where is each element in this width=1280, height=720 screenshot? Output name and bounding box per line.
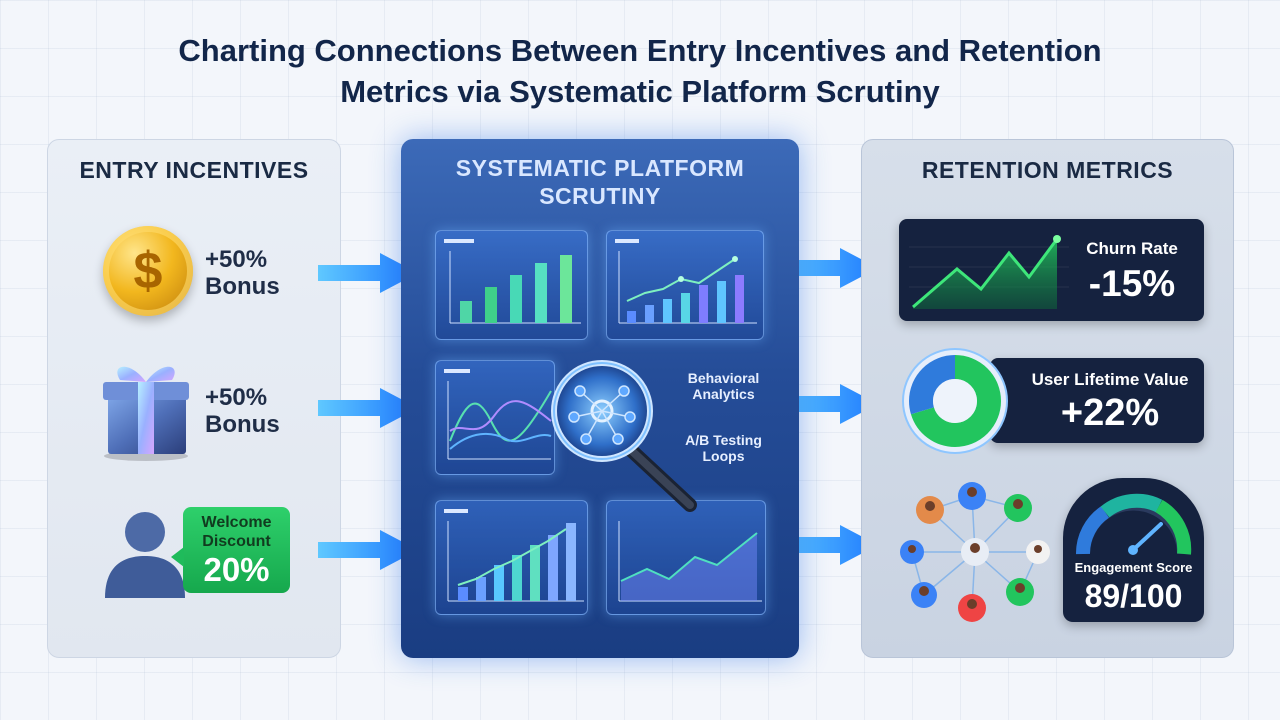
wave-chart-icon bbox=[444, 369, 552, 460]
arrow-right-icon bbox=[318, 253, 418, 293]
combo-chart-card bbox=[606, 230, 764, 340]
badge-line-1: Welcome bbox=[201, 514, 272, 531]
bar-chart-icon bbox=[444, 239, 581, 324]
page-title: Charting Connections Between Entry Incen… bbox=[0, 30, 1280, 112]
arrow-right-icon bbox=[778, 525, 878, 565]
incentive-2-text: +50% Bonus bbox=[205, 384, 280, 438]
churn-rate-label: Churn Rate bbox=[1086, 239, 1178, 258]
gift-box-icon bbox=[103, 366, 189, 461]
incentive-2-value: +50% bbox=[205, 384, 268, 411]
badge-line-2: Discount bbox=[202, 533, 271, 550]
incentive-1-text: +50% Bonus bbox=[205, 246, 280, 300]
engagement-score-card: Engagement Score 89/100 bbox=[1063, 478, 1204, 622]
rising-bar-chart-card bbox=[435, 500, 588, 615]
arrow-right-icon bbox=[318, 388, 418, 428]
donut-chart-icon bbox=[902, 348, 1008, 454]
rising-bar-chart-icon bbox=[444, 509, 584, 602]
badge-value: 20% bbox=[203, 551, 270, 588]
behavioral-analytics-label: Behavioral Analytics bbox=[676, 370, 771, 402]
scrutiny-title-line-2: SCRUTINY bbox=[539, 183, 661, 209]
retention-metrics-title: RETENTION METRICS bbox=[921, 157, 1174, 183]
lifetime-value-label: User Lifetime Value bbox=[1031, 370, 1189, 389]
churn-rate-card: Churn Rate -15% bbox=[899, 219, 1204, 321]
area-chart-card bbox=[606, 500, 766, 615]
behavioral-line-1: Behavioral bbox=[687, 370, 760, 386]
engagement-score-label: Engagement Score bbox=[1074, 560, 1193, 575]
magnifying-glass-icon bbox=[551, 360, 697, 512]
arrow-right-icon bbox=[778, 384, 878, 424]
wave-chart-card bbox=[435, 360, 555, 475]
arrow-right-icon bbox=[778, 248, 878, 288]
incentive-1-value: +50% bbox=[205, 246, 268, 273]
combo-chart-icon bbox=[615, 239, 757, 324]
user-icon bbox=[105, 512, 185, 598]
gauge-icon bbox=[1075, 493, 1192, 555]
welcome-discount-badge: Welcome Discount 20% bbox=[171, 507, 290, 593]
bar-chart-card bbox=[435, 230, 588, 340]
title-line-2: Metrics via Systematic Platform Scrutiny bbox=[340, 74, 940, 109]
ab-testing-line-2: Loops bbox=[702, 448, 745, 464]
ab-testing-label: A/B Testing Loops bbox=[676, 432, 771, 464]
scrutiny-title-line-1: SYSTEMATIC PLATFORM bbox=[455, 155, 745, 181]
behavioral-line-2: Analytics bbox=[692, 386, 755, 402]
line-chart-icon bbox=[909, 235, 1069, 309]
user-lifetime-value-card: User Lifetime Value +22% bbox=[990, 358, 1204, 443]
title-line-1: Charting Connections Between Entry Incen… bbox=[178, 33, 1102, 68]
area-chart-icon bbox=[618, 521, 762, 602]
incentive-1-label: Bonus bbox=[205, 273, 280, 300]
lifetime-value-value: +22% bbox=[1060, 392, 1160, 434]
platform-scrutiny-title: SYSTEMATIC PLATFORM SCRUTINY bbox=[401, 154, 799, 210]
incentive-2-label: Bonus bbox=[205, 411, 280, 438]
user-network-icon bbox=[900, 482, 1050, 622]
entry-incentives-title: ENTRY INCENTIVES bbox=[79, 157, 309, 183]
dollar-coin-icon: $ bbox=[103, 226, 193, 316]
ab-testing-line-1: A/B Testing bbox=[685, 432, 762, 448]
churn-rate-value: -15% bbox=[1088, 263, 1176, 304]
arrow-right-icon bbox=[318, 530, 418, 570]
engagement-score-value: 89/100 bbox=[1084, 578, 1183, 614]
